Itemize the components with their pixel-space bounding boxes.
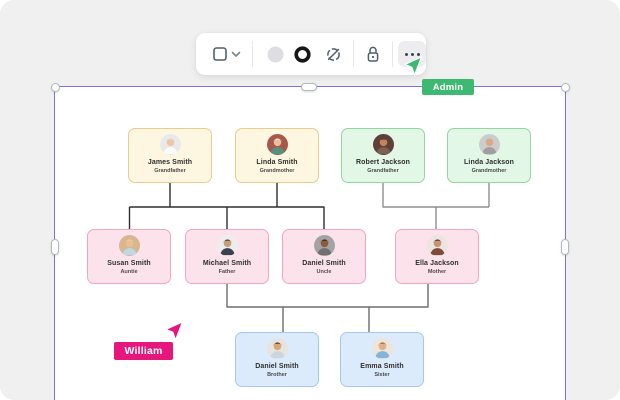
avatar <box>313 235 335 256</box>
member-role: Auntie <box>120 269 138 275</box>
avatar <box>478 134 500 155</box>
member-name: Linda Smith <box>256 159 298 166</box>
member-card-linda-jackson[interactable]: Linda Jackson Grandmother <box>447 128 531 183</box>
admin-cursor-icon <box>404 56 423 77</box>
selection-toolbar <box>196 33 426 75</box>
stroke-ring-icon <box>293 45 311 63</box>
avatar <box>159 134 181 155</box>
member-name: Michael Smith <box>202 260 252 267</box>
member-name: Daniel Smith <box>302 260 346 267</box>
toolbar-divider <box>252 41 253 67</box>
avatar <box>372 134 394 155</box>
member-name: Linda Jackson <box>464 159 514 166</box>
member-role: Uncle <box>316 269 332 275</box>
selection-handle-left-center[interactable] <box>51 239 59 255</box>
member-role: Mother <box>427 269 447 275</box>
chevron-down-icon <box>231 51 241 57</box>
avatar <box>266 134 288 155</box>
member-name: Daniel Smith <box>255 363 299 370</box>
hide-stroke-button[interactable] <box>323 44 343 64</box>
member-name: Robert Jackson <box>356 159 410 166</box>
member-role: Brother <box>267 372 287 378</box>
fill-color-button[interactable] <box>265 44 285 64</box>
selection-handle-right-center[interactable] <box>561 239 569 255</box>
member-name: Susan Smith <box>107 260 151 267</box>
eye-off-icon <box>326 47 340 61</box>
william-cursor-icon <box>165 321 184 342</box>
selection-handle-top-center[interactable] <box>301 83 317 91</box>
member-card-linda-smith[interactable]: Linda Smith Grandmother <box>235 128 319 183</box>
shape-tool-button[interactable] <box>205 41 249 67</box>
lock-button[interactable] <box>363 43 383 65</box>
member-name: Ella Jackson <box>415 260 459 267</box>
unlock-icon <box>367 46 379 62</box>
member-role: Grandmother <box>471 168 507 174</box>
admin-cursor-label: Admin <box>422 79 474 95</box>
stroke-color-button[interactable] <box>292 44 312 64</box>
ellipsis-icon <box>404 52 408 56</box>
toolbar-divider <box>353 41 354 67</box>
member-role: Sister <box>374 372 390 378</box>
member-card-ella-jackson[interactable]: Ella Jackson Mother <box>395 229 479 284</box>
member-role: Grandfather <box>154 168 186 174</box>
member-card-daniel-smith-uncle[interactable]: Daniel Smith Uncle <box>282 229 366 284</box>
member-card-emma-smith[interactable]: Emma Smith Sister <box>340 332 424 387</box>
member-card-robert-jackson[interactable]: Robert Jackson Grandfather <box>341 128 425 183</box>
member-name: James Smith <box>147 159 193 166</box>
member-role: Grandfather <box>367 168 399 174</box>
william-cursor-label: William <box>114 342 173 360</box>
member-card-james-smith[interactable]: James Smith Grandfather <box>128 128 212 183</box>
member-role: Father <box>218 269 236 275</box>
avatar <box>266 338 288 359</box>
avatar <box>118 235 140 256</box>
member-card-michael-smith[interactable]: Michael Smith Father <box>185 229 269 284</box>
fill-swatch-icon <box>267 46 283 62</box>
avatar <box>371 338 393 359</box>
avatar <box>426 235 448 256</box>
selection-handle-top-right[interactable] <box>560 82 570 92</box>
member-role: Grandmother <box>259 168 295 174</box>
member-card-daniel-smith-brother[interactable]: Daniel Smith Brother <box>235 332 319 387</box>
avatar <box>216 235 238 256</box>
toolbar-divider <box>392 41 393 67</box>
selection-handle-top-left[interactable] <box>50 82 60 92</box>
rounded-square-icon <box>213 47 227 61</box>
member-card-susan-smith[interactable]: Susan Smith Auntie <box>87 229 171 284</box>
member-name: Emma Smith <box>360 363 404 370</box>
